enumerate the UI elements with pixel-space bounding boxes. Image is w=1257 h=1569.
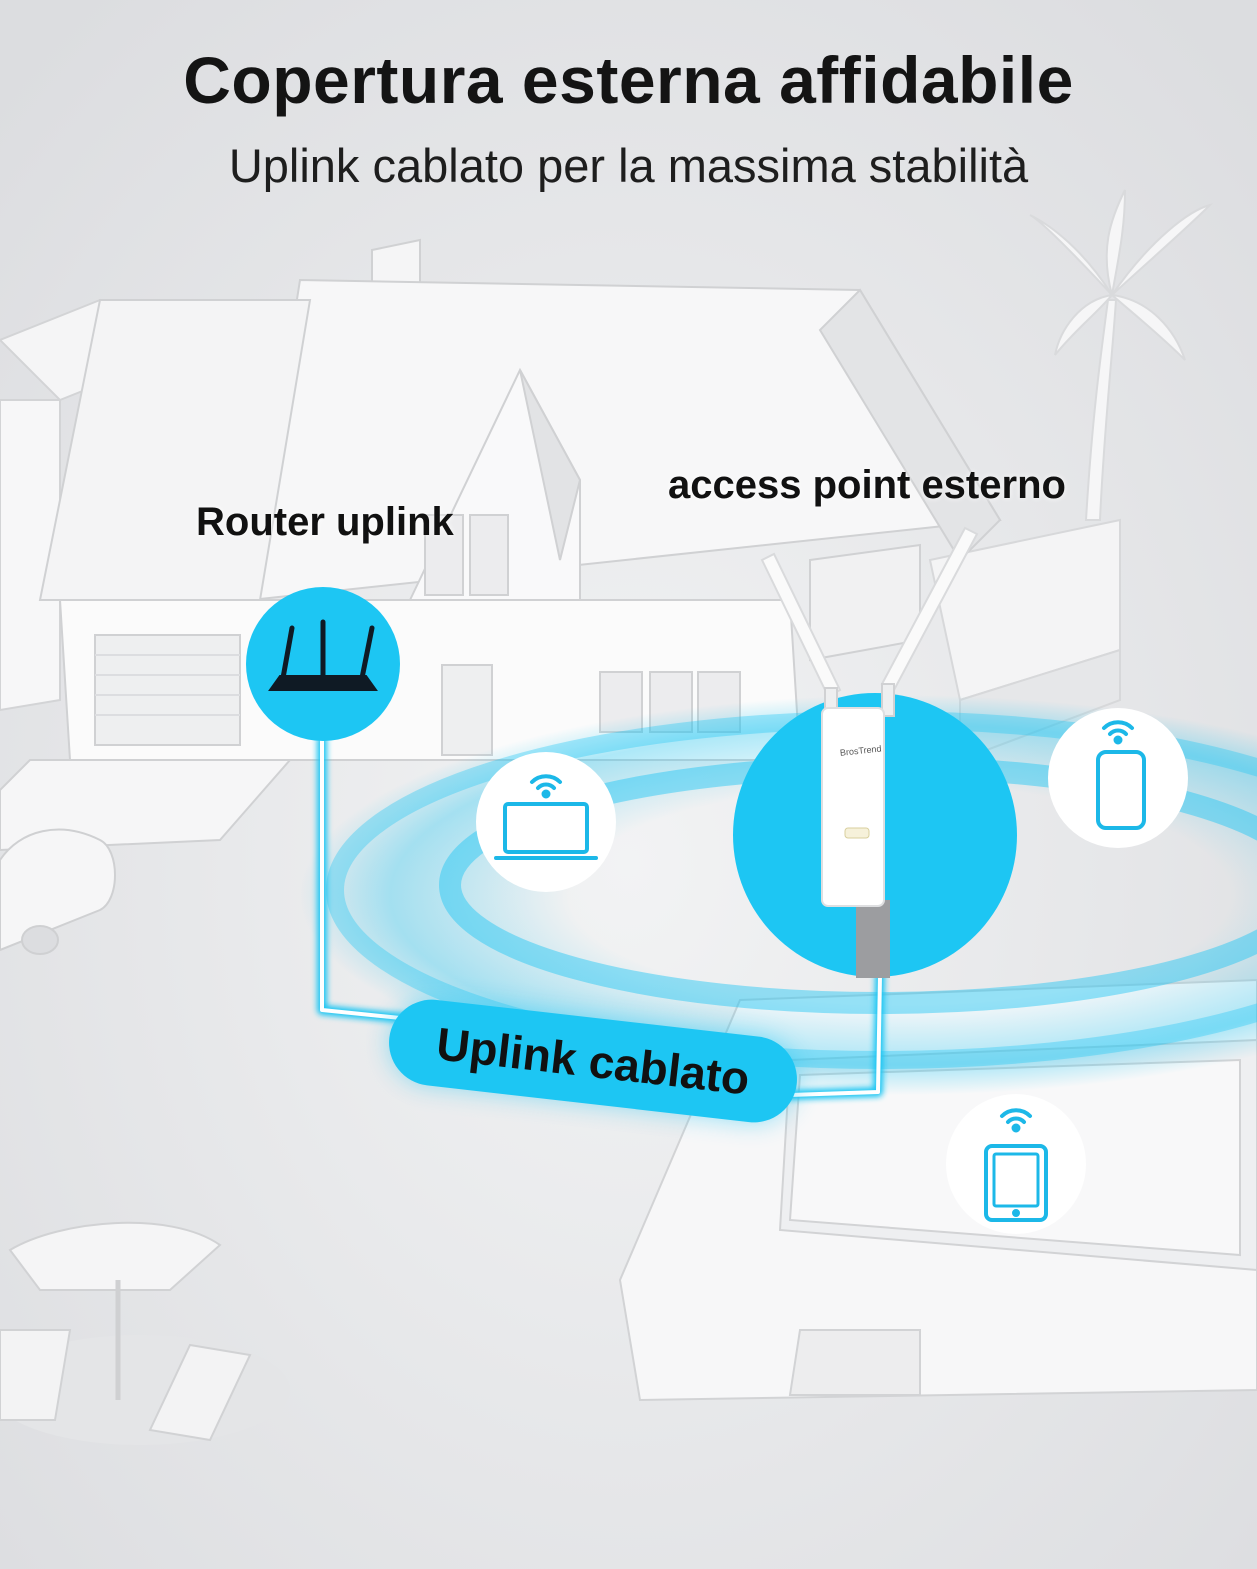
device-brand-label: BrosTrend [839, 744, 882, 758]
router-node [246, 587, 400, 741]
antenna-right [880, 526, 979, 717]
access-point-node: BrosTrend [733, 526, 1017, 978]
wired-uplink-cable [317, 735, 885, 1100]
laptop-wifi-icon [494, 774, 598, 860]
access-point-device [821, 707, 885, 907]
tablet-node [946, 1094, 1086, 1234]
beach-umbrella [0, 1221, 290, 1445]
page-subtitle: Uplink cablato per la massima stabilità [228, 139, 1029, 192]
router-icon [268, 619, 378, 691]
car [0, 828, 116, 955]
mounting-pole [856, 900, 890, 978]
phone-node [1048, 708, 1188, 848]
laptop-node [476, 752, 616, 892]
status-led-icon [844, 827, 870, 839]
router-label: Router uplink [196, 500, 454, 544]
tablet-wifi-icon [984, 1108, 1048, 1222]
page-title: Copertura esterna affidabile [183, 43, 1074, 117]
palm-tree [1029, 189, 1214, 521]
phone-wifi-icon [1096, 720, 1146, 830]
access-point-label: access point esterno [668, 463, 1066, 507]
